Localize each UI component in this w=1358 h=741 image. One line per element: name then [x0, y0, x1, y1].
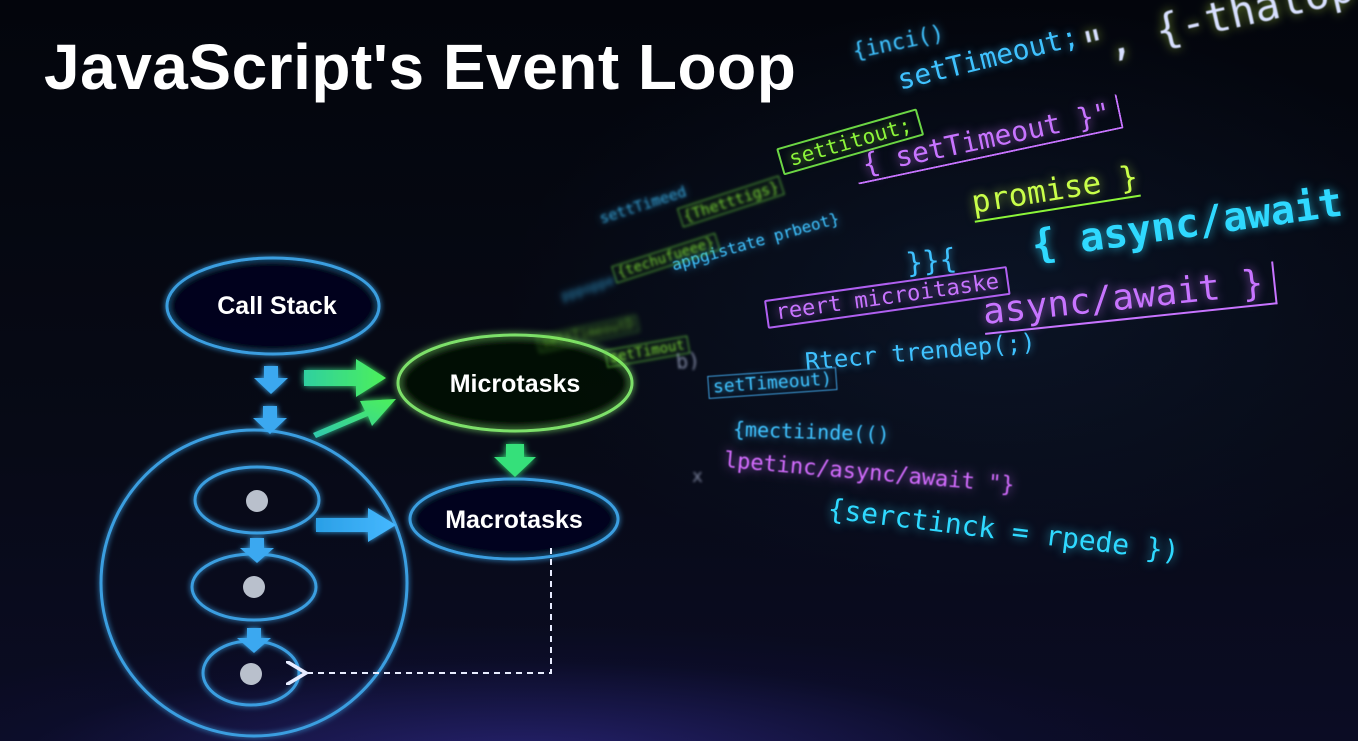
down-arrow-icon	[254, 366, 288, 394]
arrow-to-macrotasks-icon	[494, 444, 536, 477]
down-arrow-icon	[253, 406, 287, 434]
stack-frame-1	[193, 465, 321, 535]
call-stack-node: Call Stack	[165, 256, 381, 356]
down-arrow-icon	[240, 538, 274, 563]
macrotasks-label: Macrotasks	[445, 506, 583, 534]
microtasks-label: Microtasks	[450, 370, 581, 398]
call-stack-label: Call Stack	[217, 292, 337, 320]
arrow-to-microtasks-diagonal-icon	[313, 399, 396, 438]
macrotasks-node: Macrotasks	[408, 477, 620, 561]
stack-frame-3	[201, 639, 301, 707]
event-loop-circle	[99, 428, 409, 738]
microtasks-node: Microtasks	[396, 333, 634, 433]
arrow-frame-to-macrotasks-icon	[316, 508, 396, 542]
page-title: JavaScript's Event Loop	[44, 31, 797, 103]
arrow-to-microtasks-icon	[304, 359, 386, 397]
stack-frame-2	[190, 552, 318, 622]
dashed-return-arrow	[306, 548, 552, 673]
down-arrow-icon	[237, 628, 271, 653]
